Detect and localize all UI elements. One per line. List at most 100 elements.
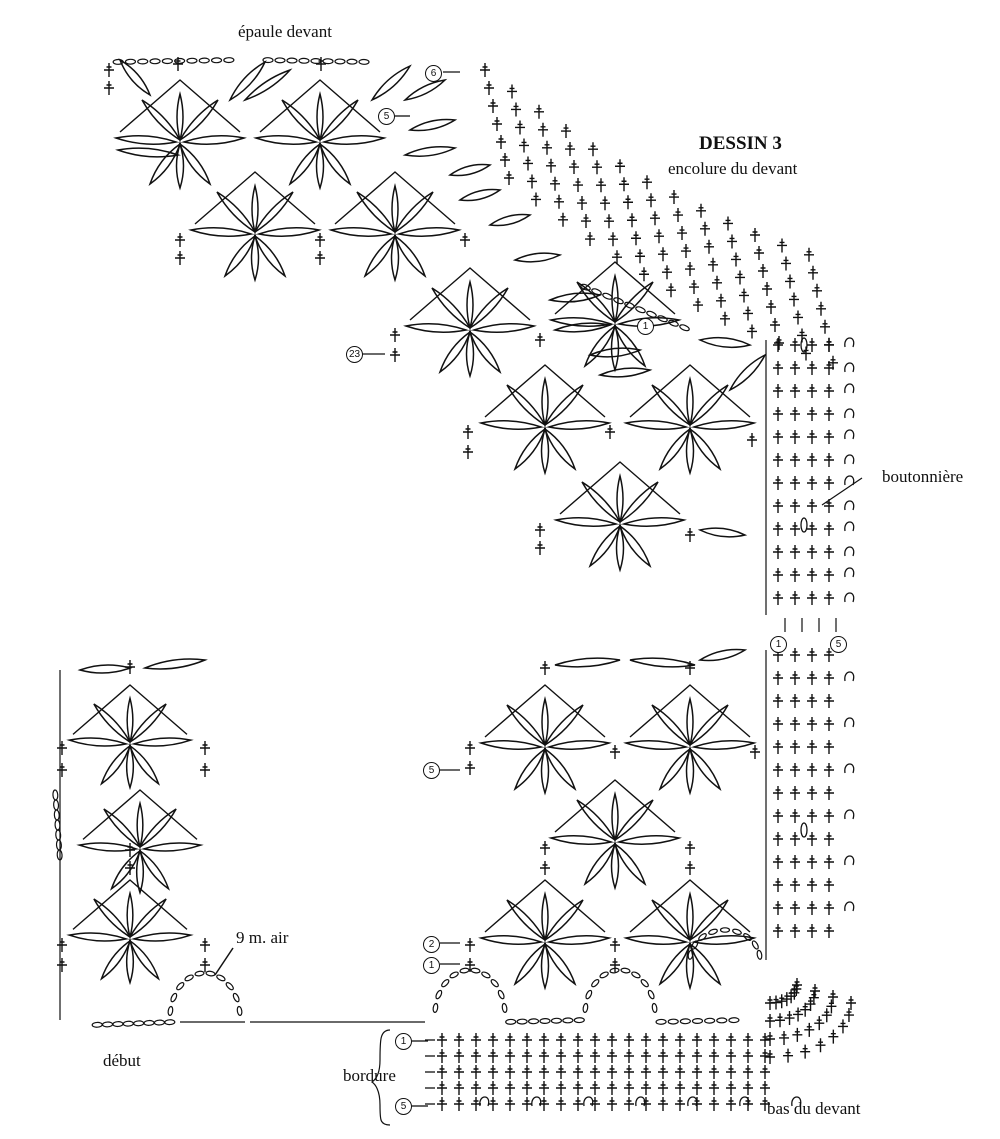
cross-stitch <box>522 1097 532 1111</box>
puff-leaf <box>615 523 625 573</box>
picot-loop <box>844 408 855 419</box>
picot-loop <box>844 337 855 348</box>
cross-stitch <box>773 855 783 869</box>
puff-leaf <box>471 323 537 333</box>
chain-stitch <box>174 57 186 64</box>
cross-stitch <box>662 265 672 280</box>
puff-leaf <box>686 376 694 428</box>
cross-stitch <box>807 407 817 421</box>
puff-leaf <box>130 737 194 747</box>
chain-stitch <box>170 992 178 1003</box>
cross-stitch <box>675 1065 685 1079</box>
row-marker-band-1: 1 <box>770 636 787 653</box>
cross-stitch <box>790 878 800 892</box>
cross-stitch <box>624 1081 634 1095</box>
chain-stitch <box>186 57 198 64</box>
puff-leaf <box>688 747 722 791</box>
cross-stitch <box>824 338 834 352</box>
cross-stitch-group <box>57 57 856 1111</box>
chain-stitch <box>651 1002 658 1014</box>
cross-stitch <box>689 280 699 295</box>
puff-leaf <box>610 841 620 891</box>
picot-loop <box>844 546 855 557</box>
puff-leaf <box>614 799 654 841</box>
cross-stitch <box>539 1049 549 1063</box>
puff-leaf <box>618 524 652 568</box>
puff-leaf <box>328 227 394 237</box>
cross-stitch <box>750 745 760 759</box>
cross-stitch <box>726 1081 736 1095</box>
puff-leaf <box>541 696 549 748</box>
puff-leaf <box>181 135 247 145</box>
puff-leaf <box>651 704 691 746</box>
puff-leaf <box>691 935 757 945</box>
cross-stitch <box>675 1081 685 1095</box>
cross-stitch <box>550 176 560 191</box>
cross-stitch <box>125 660 135 674</box>
puff-leaf <box>689 384 729 426</box>
picot-loop <box>844 671 855 682</box>
chain-stitch <box>262 57 274 64</box>
cross-stitch <box>692 1033 702 1047</box>
cross-stitch <box>760 1033 770 1047</box>
puff-leaf <box>544 899 584 941</box>
cross-stitch <box>488 1081 498 1095</box>
cross-stitch <box>708 257 718 272</box>
cross-stitch <box>590 1049 600 1063</box>
cross-stitch <box>535 541 545 555</box>
fan-arch <box>194 171 316 225</box>
cross-stitch <box>709 1081 719 1095</box>
cross-stitch <box>773 384 783 398</box>
puff-leaf <box>616 835 682 845</box>
row-marker-mid-5: 5 <box>423 762 440 779</box>
cross-stitch <box>808 265 818 280</box>
cross-stitch <box>437 1081 447 1095</box>
cross-stitch <box>685 661 695 675</box>
cross-stitch <box>496 135 506 149</box>
chain-stitch <box>668 319 679 327</box>
puff-leaf <box>403 323 469 333</box>
puff-leaf <box>548 835 614 845</box>
puff-leaf <box>544 384 584 426</box>
picot-loop <box>844 475 855 486</box>
cross-stitch <box>743 1097 753 1111</box>
cross-stitch <box>773 545 783 559</box>
puff-leaf <box>576 799 616 841</box>
puff-leaf <box>697 336 753 349</box>
puff-leaf <box>546 420 612 430</box>
chain-stitch <box>751 940 759 950</box>
cross-stitch <box>797 328 807 343</box>
cross-stitch <box>454 1049 464 1063</box>
cross-stitch <box>773 453 783 467</box>
cross-stitch <box>565 142 575 157</box>
cross-stitch <box>573 1049 583 1063</box>
puff-leaf <box>242 68 293 102</box>
cross-stitch <box>624 1097 634 1111</box>
row-marker-23: 23 <box>346 346 363 363</box>
cross-stitch <box>610 958 620 972</box>
puff-leaf <box>469 287 509 329</box>
cross-stitch <box>610 745 620 759</box>
puff-leaf <box>223 234 257 278</box>
cross-stitch <box>675 1097 685 1111</box>
cross-stitch <box>658 1065 668 1079</box>
chain-stitch <box>164 1019 176 1026</box>
guide-line <box>821 477 863 506</box>
puff-leaf <box>544 704 584 746</box>
fan-arch <box>554 779 676 833</box>
cross-stitch <box>523 156 533 171</box>
cross-stitch <box>605 425 615 439</box>
puff-leaf <box>543 942 577 986</box>
puff-leaf <box>552 322 613 333</box>
chain-stitch <box>153 1019 166 1026</box>
chain-stitch <box>613 297 624 305</box>
cross-stitch <box>641 1033 651 1047</box>
cross-stitch <box>200 958 210 972</box>
cross-stitch <box>793 310 803 325</box>
picot-loop <box>479 1096 490 1107</box>
cross-stitch <box>607 1033 617 1047</box>
picot-loop <box>844 429 855 440</box>
cross-stitch <box>828 990 838 1004</box>
fan-arch <box>629 684 751 738</box>
cross-stitch <box>790 832 800 846</box>
